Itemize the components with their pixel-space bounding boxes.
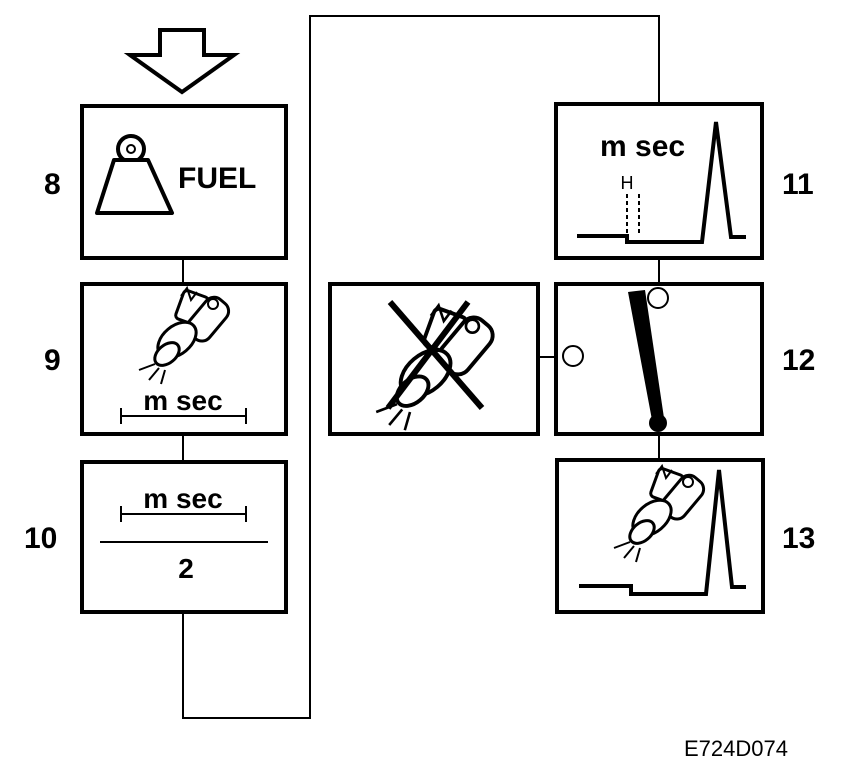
msec-label: m sec (600, 130, 685, 163)
switch-contact-icon (647, 287, 669, 309)
step-10-number: 10 (24, 522, 57, 555)
waveform-icon (579, 469, 746, 596)
duration-bracket-icon (120, 506, 247, 522)
waveform-icon (577, 121, 746, 244)
step-11-number: 11 (782, 168, 814, 201)
step-11-box: m sec H (554, 102, 764, 260)
step-13-number: 13 (782, 522, 815, 555)
reference-code: E724D074 (684, 736, 788, 761)
open-switch-icon (628, 290, 664, 420)
step-12-number: 12 (782, 344, 815, 377)
side-box (328, 282, 540, 436)
hold-marker-label: H (621, 173, 634, 193)
step-8-box: FUEL (80, 104, 288, 260)
fuel-label: FUEL (178, 162, 256, 195)
msec-numerator: m sec (143, 483, 222, 514)
connector-10-11 (182, 15, 660, 719)
duration-bracket-icon (120, 408, 247, 424)
switch-contact-icon (562, 345, 584, 367)
step-10-box: m sec 2 (80, 460, 288, 614)
msec-label: m sec (143, 385, 222, 416)
weight-icon (95, 134, 174, 215)
start-arrow-icon (123, 28, 241, 95)
step-13-box (555, 458, 765, 614)
divisor-label: 2 (178, 553, 194, 584)
switch-pivot-icon (649, 414, 667, 432)
crossed-out-injector-icon (374, 300, 500, 433)
step-8-number: 8 (44, 168, 61, 201)
step-9-number: 9 (44, 344, 61, 377)
step-9-box: m sec (80, 282, 288, 436)
step-12-box (554, 282, 764, 436)
